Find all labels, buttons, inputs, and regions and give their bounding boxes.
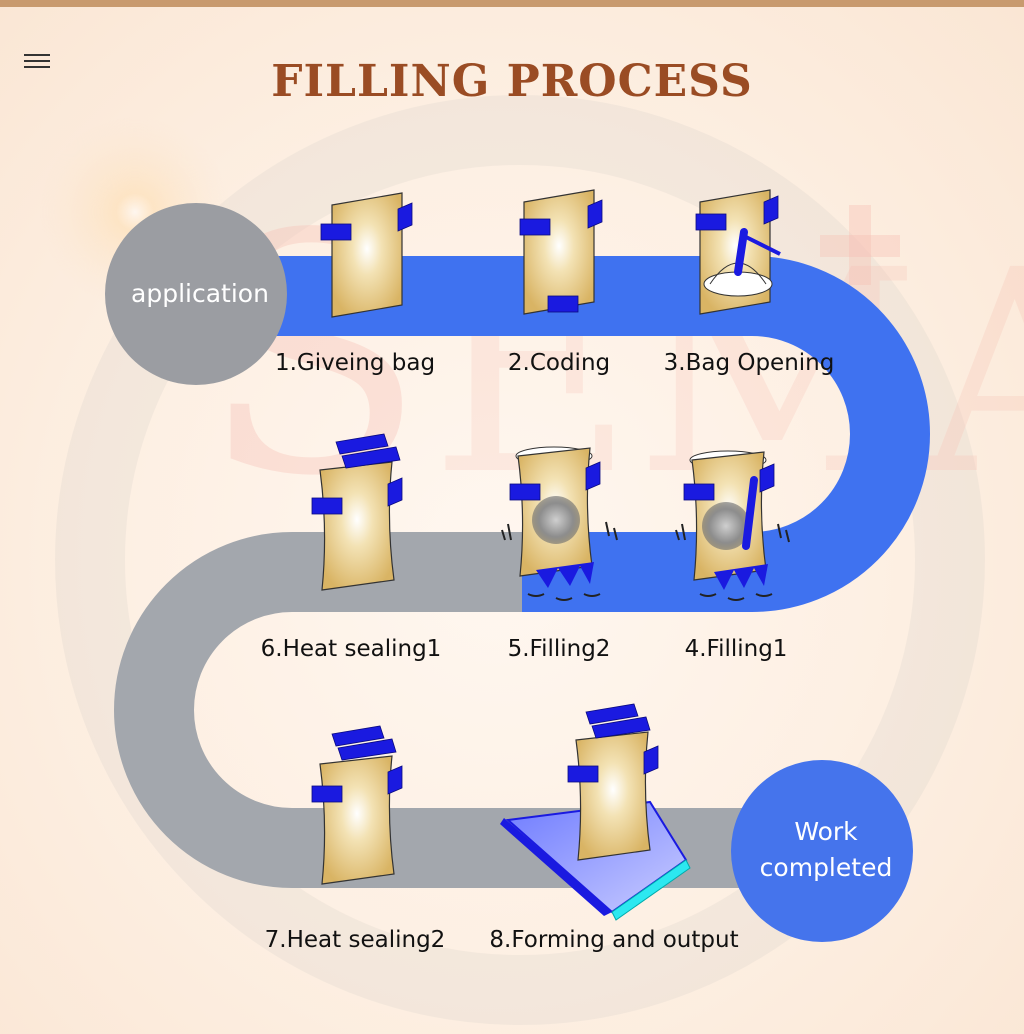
menu-bar (24, 66, 50, 68)
step1-label: 1.Giveing bag (275, 350, 435, 376)
menu-bar (24, 54, 50, 56)
conveyor-path (114, 256, 930, 888)
step7-bag-icon (311, 725, 403, 885)
start-circle: application (105, 203, 287, 385)
start-label: application (131, 279, 269, 308)
menu-bar (24, 60, 50, 62)
end-label-line2: completed (760, 853, 893, 882)
step3-bag-icon (695, 189, 781, 315)
step8-forming-icon (500, 703, 691, 921)
step6-label: 6.Heat sealing1 (261, 636, 442, 662)
step4-label: 4.Filling1 (685, 636, 788, 662)
step7-label: 7.Heat sealing2 (265, 927, 446, 953)
step8-label: 8.Forming and output (489, 927, 738, 953)
step5-label: 5.Filling2 (508, 636, 611, 662)
step2-bag-icon (519, 189, 603, 315)
step3-label: 3.Bag Opening (664, 350, 835, 376)
step1-bag-icon (320, 192, 413, 318)
top-rule (0, 0, 1024, 7)
page-title: FILLING PROCESS (271, 56, 753, 107)
step2-label: 2.Coding (508, 350, 610, 376)
step4-bag-icon (675, 450, 790, 601)
end-circle: Work completed (731, 760, 913, 942)
end-label-line1: Work (794, 817, 858, 846)
hamburger-menu-icon[interactable] (24, 50, 54, 74)
step5-bag-icon (501, 446, 618, 601)
